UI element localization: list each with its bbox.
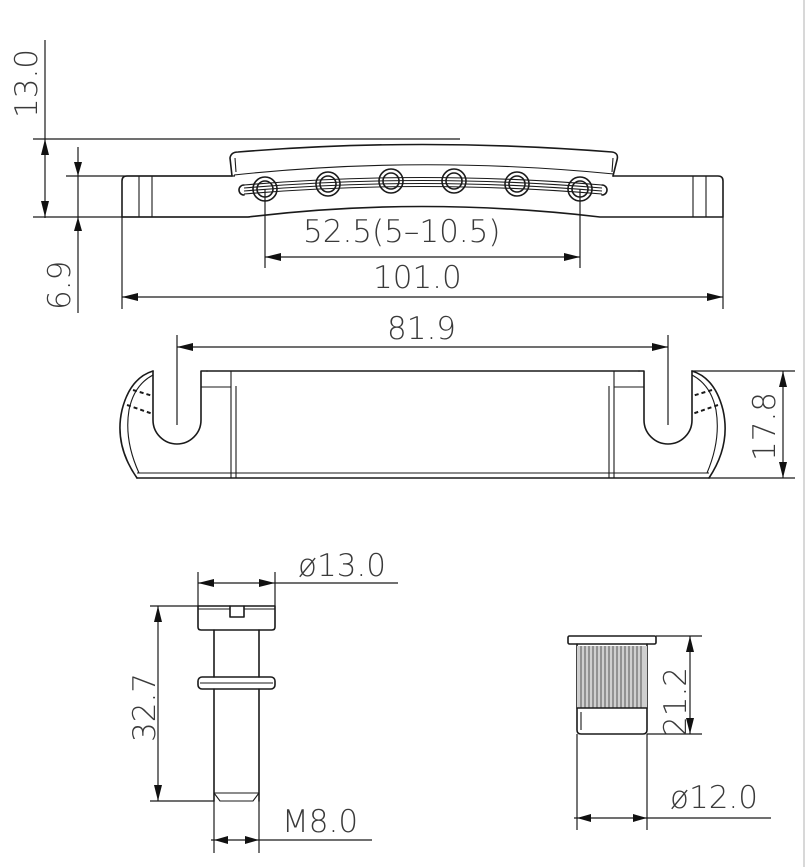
arrow-icon bbox=[577, 814, 591, 822]
arched-top bbox=[229, 143, 619, 177]
top-view: 81.9 17.8 bbox=[119, 311, 795, 479]
anchor-view: 21.2 ø12.0 bbox=[567, 635, 771, 830]
arrow-icon bbox=[198, 579, 214, 587]
arrow-icon bbox=[177, 343, 193, 351]
arrow-icon bbox=[686, 636, 694, 652]
knurling bbox=[580, 646, 642, 708]
stud-head bbox=[197, 605, 276, 631]
string-hole bbox=[378, 168, 404, 194]
arrow-icon bbox=[686, 718, 694, 734]
base-body bbox=[121, 175, 724, 218]
arrow-icon bbox=[259, 579, 275, 587]
stud-chamfer bbox=[213, 792, 260, 802]
dim-head-diameter: ø13.0 bbox=[298, 548, 386, 584]
dim-width: 17.8 bbox=[747, 392, 783, 461]
arrow-icon bbox=[779, 462, 787, 478]
dim-stud-slot-spacing: 81.9 bbox=[387, 311, 456, 347]
string-hole bbox=[441, 168, 467, 194]
arrow-icon bbox=[74, 162, 82, 176]
string-hole bbox=[315, 171, 341, 197]
arrow-icon bbox=[245, 836, 259, 844]
arrow-icon bbox=[707, 293, 723, 301]
arrow-icon bbox=[564, 253, 580, 261]
arrow-icon bbox=[74, 217, 82, 231]
dim-overall-length: 101.0 bbox=[373, 260, 462, 296]
rail-right-end bbox=[601, 184, 608, 196]
arrow-icon bbox=[652, 343, 668, 351]
anchor-flange bbox=[567, 635, 657, 645]
stud-view: ø13.0 32.7 M8.0 bbox=[127, 548, 398, 853]
arrow-icon bbox=[633, 814, 647, 822]
arrow-icon bbox=[41, 201, 49, 217]
arrow-icon bbox=[265, 253, 281, 261]
left-slot bbox=[152, 370, 208, 445]
dim-stud-length: 32.7 bbox=[127, 673, 163, 742]
dim-base-height: 6.9 bbox=[42, 261, 78, 310]
base-left bbox=[121, 175, 233, 218]
right-slot bbox=[638, 370, 693, 445]
dim-string-spacing: 52.5(5–10.5) bbox=[303, 214, 500, 250]
anchor-body bbox=[576, 643, 648, 735]
top-inner-curve bbox=[233, 164, 615, 176]
dim-anchor-diameter: ø12.0 bbox=[670, 780, 758, 816]
arrow-icon bbox=[214, 836, 228, 844]
right-end-curve bbox=[691, 370, 726, 479]
screw-slot bbox=[229, 605, 245, 618]
dim-thread: M8.0 bbox=[282, 804, 358, 840]
arrow-icon bbox=[154, 785, 162, 801]
arrow-icon bbox=[122, 293, 138, 301]
arrow-icon bbox=[41, 139, 49, 155]
string-hole bbox=[504, 171, 530, 197]
rail-left-end bbox=[238, 184, 245, 196]
stud-collar bbox=[197, 676, 276, 690]
dim-anchor-height: 21.2 bbox=[658, 667, 694, 736]
front-view: 13.0 6.9 bbox=[9, 40, 724, 313]
dim-overall-height: 13.0 bbox=[9, 49, 45, 118]
arrow-icon bbox=[154, 606, 162, 622]
image-border bbox=[803, 0, 805, 867]
left-end-curve bbox=[119, 370, 154, 479]
string-holes bbox=[252, 168, 593, 202]
arrow-icon bbox=[779, 371, 787, 387]
